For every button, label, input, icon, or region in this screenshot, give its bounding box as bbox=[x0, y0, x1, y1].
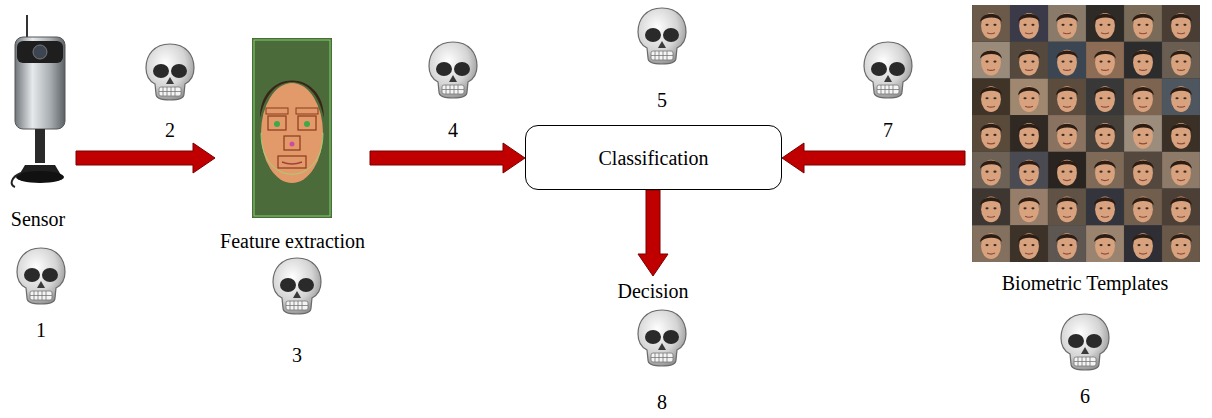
flow-arrow bbox=[638, 190, 668, 276]
skull-icon bbox=[146, 44, 194, 100]
skull-icon bbox=[1061, 314, 1109, 370]
skull-icon bbox=[273, 258, 321, 314]
node-label: Biometric Templates bbox=[1002, 272, 1169, 294]
face-picture bbox=[252, 38, 332, 218]
flow-arrow bbox=[370, 143, 525, 173]
callout-number: 6 bbox=[1065, 385, 1105, 407]
callout-number: 5 bbox=[642, 89, 682, 111]
callout-number: 4 bbox=[433, 119, 473, 141]
node-label: Sensor bbox=[11, 208, 65, 230]
decision-node: Decision bbox=[608, 280, 698, 302]
callout-number: 7 bbox=[868, 119, 908, 141]
callout-number: 3 bbox=[277, 344, 317, 366]
sensor-node: Sensor bbox=[0, 12, 76, 230]
node-label: Classification bbox=[599, 147, 709, 169]
node-label: Feature extraction bbox=[220, 230, 365, 252]
camera-picture bbox=[12, 15, 65, 187]
feature-extraction-node: Feature extraction bbox=[215, 38, 370, 252]
skull-icon bbox=[638, 8, 686, 64]
skull-icon bbox=[638, 310, 686, 366]
skull-icon bbox=[17, 248, 65, 304]
template-store-node: Biometric Templates bbox=[965, 4, 1205, 294]
skull-icon bbox=[429, 42, 477, 98]
flow-arrow bbox=[782, 143, 965, 173]
callout-number: 2 bbox=[150, 119, 190, 141]
flow-arrow bbox=[76, 143, 215, 173]
callout-number: 1 bbox=[21, 319, 61, 341]
node-label: Decision bbox=[617, 280, 688, 302]
skull-icon bbox=[864, 42, 912, 98]
template-grid-picture bbox=[972, 5, 1200, 262]
callout-number: 8 bbox=[642, 391, 682, 413]
process-box: Classification bbox=[525, 125, 782, 190]
